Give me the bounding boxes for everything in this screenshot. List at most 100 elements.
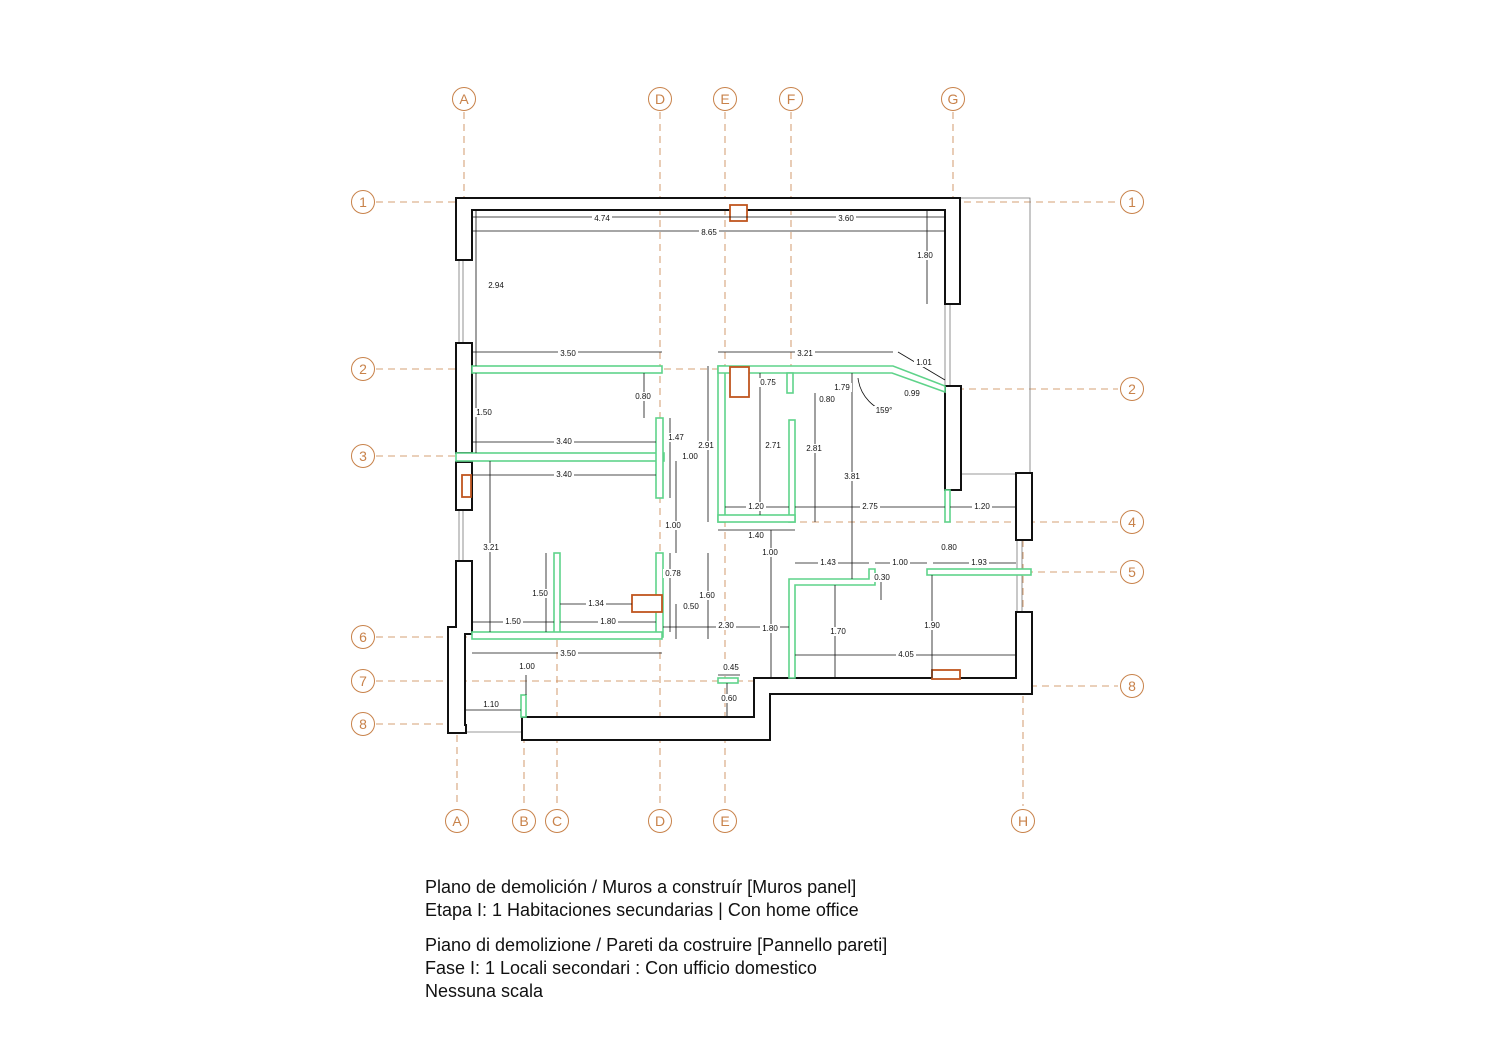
dimension-label-bg [666, 433, 686, 442]
dimension-label: 159° [876, 406, 893, 415]
svg-text:6: 6 [359, 629, 367, 645]
grid-bubble-right-8: 8 [1120, 674, 1144, 698]
dimension-label-bg [530, 589, 550, 598]
grid-bubble-bottom-b: B [512, 809, 536, 833]
dimension-label-bg [592, 214, 612, 223]
grid-bubble-left-8: 8 [351, 712, 375, 736]
svg-text:B: B [519, 813, 528, 829]
dimension-label-bg [836, 214, 856, 223]
dimension-label-bg [842, 472, 862, 481]
dimension-label: 2.30 [718, 621, 734, 630]
dimension-label-bg [696, 441, 716, 450]
dimension-label: 1.43 [820, 558, 836, 567]
caption-spanish: Plano de demolición / Muros a construír … [425, 876, 859, 922]
dimension-label: 1.00 [892, 558, 908, 567]
dimension-label-bg [818, 558, 838, 567]
dimension-label: 0.78 [665, 569, 681, 578]
grid-bubble-top-g: G [941, 87, 965, 111]
svg-text:H: H [1018, 813, 1028, 829]
grid-bubble-left-7: 7 [351, 669, 375, 693]
dimension-label: 1.80 [600, 617, 616, 626]
dimension-label-bg [872, 573, 892, 582]
dimension-label: 0.80 [941, 543, 957, 552]
grid-bubble-bottom-a: A [445, 809, 469, 833]
dimension-label-bg [758, 378, 778, 387]
dimension-label-bg [915, 251, 935, 260]
dimension-label: 8.65 [701, 228, 717, 237]
dimension-label-bg [554, 470, 574, 479]
svg-text:E: E [720, 91, 729, 107]
dimension-label-bg [817, 395, 837, 404]
grid-bubble-bottom-d: D [648, 809, 672, 833]
caption-it-line3: Nessuna scala [425, 981, 544, 1001]
dimension-label: 3.50 [560, 349, 576, 358]
caption-it-line1: Piano di demolizione / Pareti da costrui… [425, 935, 888, 955]
dimension-label: 1.00 [519, 662, 535, 671]
dimension-label: 4.05 [898, 650, 914, 659]
dimension-label: 1.47 [668, 433, 684, 442]
svg-text:7: 7 [359, 673, 367, 689]
dimension-label: 1.60 [699, 591, 715, 600]
grid-bubble-left-1: 1 [351, 190, 375, 214]
dimension-label-bg [746, 502, 766, 511]
dimension-label-bg [697, 591, 717, 600]
dimension-label: 3.81 [844, 472, 860, 481]
dimension-label: 3.40 [556, 470, 572, 479]
new-wall-4 [717, 514, 796, 523]
dimension-label-bg [828, 627, 848, 636]
svg-text:G: G [948, 91, 959, 107]
dimension-label: 1.50 [532, 589, 548, 598]
grid-bubble-top-a: A [452, 87, 476, 111]
caption-es-line2: Etapa I: 1 Habitaciones secundarias | Co… [425, 900, 859, 920]
dimension-label: 1.93 [971, 558, 987, 567]
dimension-label: 0.50 [683, 602, 699, 611]
installations [461, 204, 961, 680]
dimension-label-bg [760, 624, 780, 633]
dimension-label: 1.50 [476, 408, 492, 417]
wall-top [455, 197, 961, 305]
dimension-label-bg [795, 349, 815, 358]
new-wall-g-lower [944, 489, 951, 523]
dimension-label-bg [503, 617, 523, 626]
dimension-label: 1.50 [505, 617, 521, 626]
svg-text:D: D [655, 91, 665, 107]
grid-bubble-right-1: 1 [1120, 190, 1144, 214]
dimension-label-bg [663, 521, 683, 530]
svg-text:A: A [459, 91, 469, 107]
grid-bubble-top-e: E [713, 87, 737, 111]
dimension-label: 0.60 [721, 694, 737, 703]
dimension-label: 2.94 [488, 281, 504, 290]
dimension-label-bg [517, 662, 537, 671]
wall-bottom [521, 611, 1033, 741]
dimension-label: 0.45 [723, 663, 739, 672]
svg-text:E: E [720, 813, 729, 829]
svg-text:4: 4 [1128, 514, 1136, 530]
svg-text:F: F [787, 91, 796, 107]
dimension-label: 1.01 [916, 358, 932, 367]
svg-text:8: 8 [359, 716, 367, 732]
dimension-label-bg [481, 543, 501, 552]
new-wall-6 [471, 631, 663, 640]
dimension-label-bg [554, 437, 574, 446]
terrace-outline [960, 197, 1031, 474]
dimension-label: 0.75 [760, 378, 776, 387]
new-wall-2 [471, 365, 663, 374]
grid-bubble-right-4: 4 [1120, 510, 1144, 534]
wall-left-lower [447, 560, 473, 734]
svg-text:5: 5 [1128, 564, 1136, 580]
wall-right-middle [944, 385, 962, 491]
dimension-label-bg [586, 599, 606, 608]
dimension-label-bg [902, 389, 922, 398]
svg-text:1: 1 [1128, 194, 1136, 210]
grid-bubble-left-3: 3 [351, 444, 375, 468]
dimension-label: 1.00 [665, 521, 681, 530]
dimension-label: 3.21 [797, 349, 813, 358]
column-left [461, 474, 472, 498]
dimension-label: 3.60 [838, 214, 854, 223]
dimension-label-bg [760, 548, 780, 557]
dimension-label-bg [558, 649, 578, 658]
grid-bubble-bottom-c: C [545, 809, 569, 833]
dimension-label: 0.99 [904, 389, 920, 398]
svg-text:D: D [655, 813, 665, 829]
